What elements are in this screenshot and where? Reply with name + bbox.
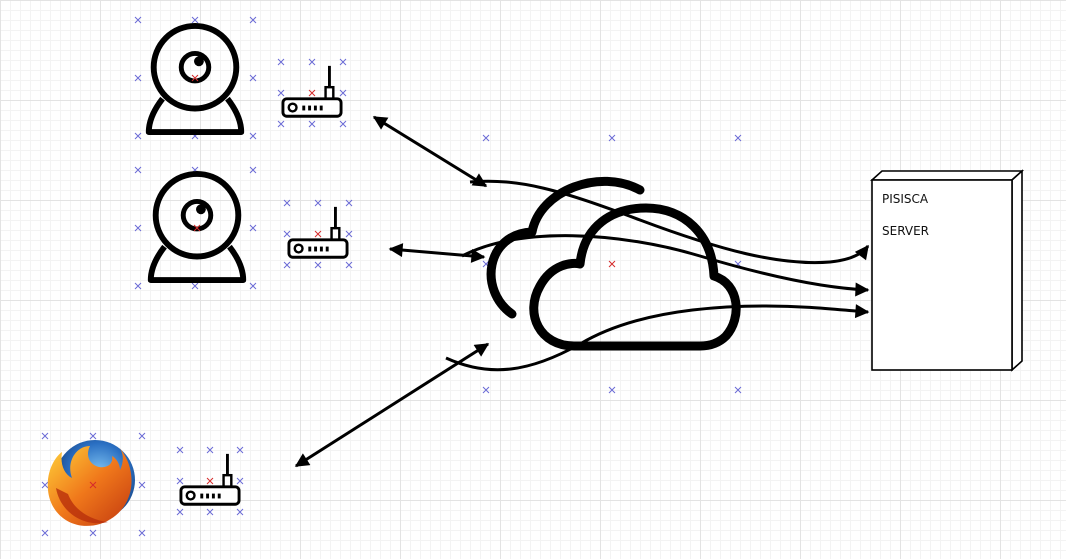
webcam-middle[interactable] bbox=[151, 174, 243, 280]
cloud[interactable] bbox=[486, 176, 741, 351]
connector-cloud-to-server-3[interactable] bbox=[445, 304, 870, 372]
selection-marker bbox=[339, 120, 347, 128]
anchor-markers bbox=[89, 74, 616, 489]
selection-marker bbox=[482, 386, 490, 394]
webcam-top[interactable] bbox=[149, 26, 241, 132]
selection-marker bbox=[191, 16, 199, 24]
router-middle[interactable] bbox=[287, 205, 349, 259]
selection-marker bbox=[206, 477, 214, 485]
server-box bbox=[869, 169, 1025, 372]
selection-marker bbox=[345, 230, 353, 238]
pisisca-server[interactable]: PISISCA SERVER bbox=[869, 169, 1025, 372]
selection-marker bbox=[314, 261, 322, 269]
wifi-router-icon bbox=[281, 64, 343, 118]
firefox-browser[interactable] bbox=[47, 440, 135, 526]
webcam-icon bbox=[149, 26, 241, 132]
connector-router-middle-to-cloud[interactable] bbox=[388, 243, 486, 263]
selection-marker bbox=[277, 58, 285, 66]
selection-marker bbox=[89, 481, 97, 489]
selection-marker bbox=[236, 477, 244, 485]
router-top[interactable] bbox=[281, 64, 343, 118]
selection-marker bbox=[308, 58, 316, 66]
selection-marker bbox=[608, 260, 616, 268]
selection-marker bbox=[191, 282, 199, 290]
selection-marker bbox=[134, 16, 142, 24]
selection-marker bbox=[277, 89, 285, 97]
connector-cloud-to-server-2[interactable] bbox=[461, 234, 870, 297]
selection-marker bbox=[608, 386, 616, 394]
connector-cloud-to-server-1[interactable] bbox=[469, 179, 870, 265]
connector-router-top-to-cloud[interactable] bbox=[372, 115, 488, 188]
selection-marker bbox=[134, 166, 142, 174]
selection-marker bbox=[134, 132, 142, 140]
selection-marker bbox=[339, 58, 347, 66]
selection-marker bbox=[206, 508, 214, 516]
firefox-icon bbox=[47, 440, 135, 526]
selection-marker bbox=[249, 224, 257, 232]
selection-marker bbox=[249, 16, 257, 24]
selection-markers bbox=[41, 16, 742, 537]
selection-marker bbox=[176, 477, 184, 485]
selection-marker bbox=[339, 89, 347, 97]
selection-marker bbox=[89, 432, 97, 440]
selection-marker bbox=[249, 166, 257, 174]
selection-marker bbox=[283, 199, 291, 207]
selection-marker bbox=[249, 132, 257, 140]
webcam-icon bbox=[151, 174, 243, 280]
selection-marker bbox=[134, 224, 142, 232]
selection-marker bbox=[734, 134, 742, 142]
wifi-router-icon bbox=[287, 205, 349, 259]
selection-marker bbox=[41, 529, 49, 537]
connector-browser-to-cloud[interactable] bbox=[294, 342, 490, 468]
selection-marker bbox=[89, 529, 97, 537]
selection-marker bbox=[138, 432, 146, 440]
router-bottom[interactable] bbox=[179, 452, 241, 506]
selection-marker bbox=[191, 74, 199, 82]
selection-marker bbox=[283, 261, 291, 269]
selection-marker bbox=[138, 481, 146, 489]
selection-marker bbox=[206, 446, 214, 454]
selection-marker bbox=[176, 446, 184, 454]
selection-marker bbox=[283, 230, 291, 238]
selection-marker bbox=[314, 230, 322, 238]
selection-marker bbox=[236, 446, 244, 454]
server-label-line1: PISISCA bbox=[882, 192, 929, 206]
selection-marker bbox=[608, 134, 616, 142]
wifi-router-icon bbox=[179, 452, 241, 506]
selection-marker bbox=[482, 134, 490, 142]
server-label-line2: SERVER bbox=[882, 224, 929, 238]
selection-marker bbox=[345, 261, 353, 269]
selection-marker bbox=[277, 120, 285, 128]
selection-marker bbox=[41, 481, 49, 489]
cloud-icon bbox=[486, 176, 741, 351]
selection-marker bbox=[176, 508, 184, 516]
selection-marker bbox=[134, 74, 142, 82]
selection-marker bbox=[193, 224, 201, 232]
selection-marker bbox=[41, 432, 49, 440]
selection-marker bbox=[314, 199, 322, 207]
selection-marker bbox=[249, 282, 257, 290]
selection-marker bbox=[134, 282, 142, 290]
selection-marker bbox=[249, 74, 257, 82]
selection-marker bbox=[308, 120, 316, 128]
selection-marker bbox=[138, 529, 146, 537]
selection-marker bbox=[345, 199, 353, 207]
selection-marker bbox=[734, 386, 742, 394]
selection-marker bbox=[308, 89, 316, 97]
selection-marker bbox=[236, 508, 244, 516]
